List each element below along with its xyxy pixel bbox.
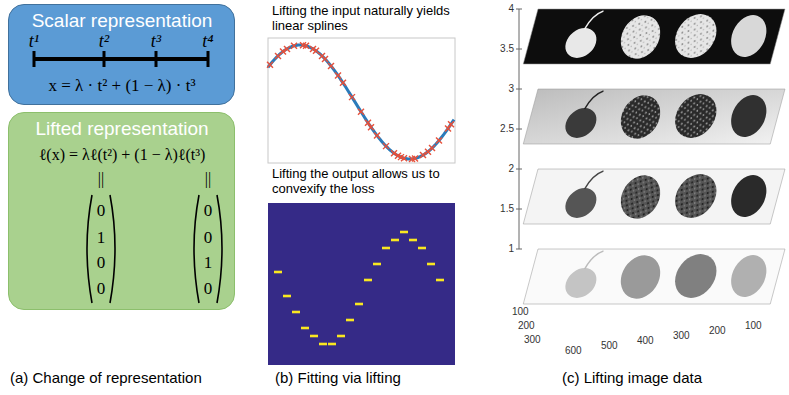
tick-label: t⁴	[202, 31, 213, 52]
axis-tick: 2	[508, 163, 514, 175]
tick-label: t²	[99, 31, 109, 52]
tick-label: t³	[151, 31, 161, 52]
scalar-representation-box: Scalar representationt¹ t² t³ t⁴ x = λ · t² …	[8, 4, 235, 105]
axis-tick: 500	[601, 340, 618, 352]
vector-entry: 0	[97, 201, 106, 221]
box-drawing	[9, 113, 236, 311]
panel-note: Lifting the output allows us to convexif…	[272, 167, 462, 197]
axis-tick: 300	[673, 330, 690, 342]
axis-tick: 300	[524, 334, 541, 346]
axis-tick: 4	[508, 3, 514, 15]
axis-tick: 3.5	[500, 43, 514, 55]
box-heading: Lifted representation	[35, 118, 208, 140]
vector-entry: 0	[97, 253, 106, 273]
lifted-representation-box: Lifted representation ℓ(x) = λℓ(t²) + (1 …	[8, 112, 235, 310]
axis-tick: 400	[637, 335, 654, 347]
axis-tick: 200	[518, 320, 535, 332]
panel-note: Lifting the input naturally yields linea…	[272, 4, 462, 34]
axis-tick: 1	[508, 243, 514, 255]
axis-tick: 200	[709, 325, 726, 337]
vector-entry: 1	[97, 228, 106, 248]
panel-caption: (b) Fitting via lifting	[275, 369, 401, 386]
vector-entry: 1	[204, 253, 213, 273]
box-heading: Scalar representation	[32, 10, 213, 32]
equals-sign: ||	[205, 170, 211, 188]
axis-tick: 600	[565, 345, 582, 357]
axis-tick: 100	[745, 320, 762, 332]
vector-entry: 0	[204, 228, 213, 248]
formula: ℓ(x) = λℓ(t²) + (1 − λ)ℓ(t³)	[39, 146, 206, 164]
axis-tick: 2.5	[500, 123, 514, 135]
equals-sign: ||	[98, 170, 104, 188]
axis-tick: 3	[508, 83, 514, 95]
axis-tick: 100	[512, 306, 529, 318]
vector-entry: 0	[97, 279, 106, 299]
panel-caption: (c) Lifting image data	[562, 369, 702, 386]
formula: x = λ · t² + (1 − λ) · t³	[48, 76, 195, 96]
vector-entry: 0	[204, 201, 213, 221]
panel-caption: (a) Change of representation	[10, 369, 202, 386]
axis-tick: 1.5	[500, 203, 514, 215]
tick-label: t¹	[29, 31, 39, 52]
vector-entry: 0	[204, 279, 213, 299]
